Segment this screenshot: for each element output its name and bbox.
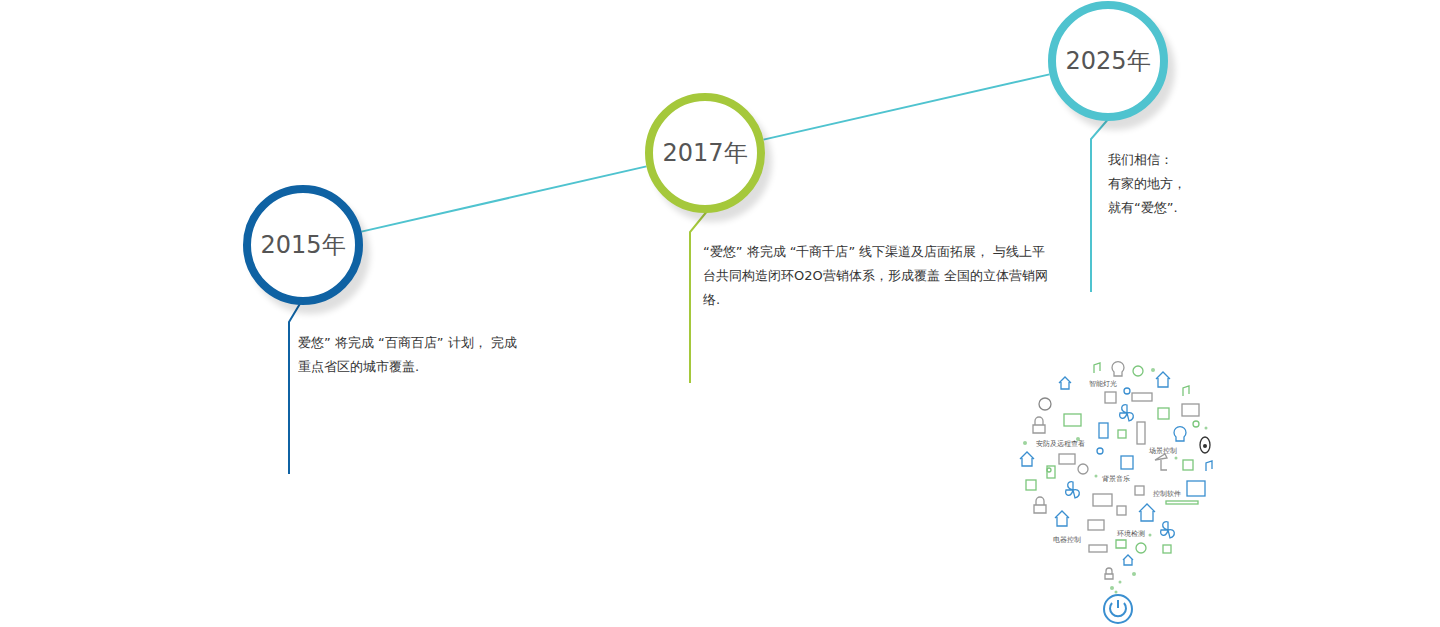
circle-icon (1124, 388, 1130, 394)
device-icon (1121, 456, 1133, 469)
device-icon (1116, 540, 1126, 548)
year-circle: 2025年 (1048, 1, 1168, 121)
year-text: 2025年 (1065, 45, 1150, 77)
device-icon (1105, 392, 1116, 403)
dot-group (1023, 368, 1208, 594)
leader-line (289, 302, 301, 474)
smart-home-icon-cloud (1020, 362, 1212, 623)
milestone-note: “爱悠” 将完成 “千商千店” 线下渠道及店面拓展， 与线上平台共同构造闭环O2… (703, 240, 1048, 312)
year-text: 2017年 (662, 137, 747, 169)
lock-icon (1105, 568, 1113, 579)
square-icon (1158, 408, 1169, 419)
square-icon (1135, 486, 1144, 495)
fan-icon (1120, 405, 1134, 421)
leader-line (1091, 117, 1110, 292)
square-icon (1117, 506, 1126, 515)
milestone-note: 爱悠” 将完成 “百商百店” 计划， 完成重点省区的城市覆盖. (298, 331, 523, 379)
circle-icon (1097, 448, 1103, 454)
device-icon (1047, 466, 1055, 478)
note-icon (1094, 363, 1100, 373)
lamp-icon (1155, 454, 1167, 470)
icon-caption: 控制软件 (1153, 490, 1181, 498)
square-icon (1118, 430, 1126, 438)
year-circle: 2015年 (243, 185, 363, 305)
outlet-icon (1039, 398, 1051, 410)
device-icon (1182, 404, 1199, 416)
circle-icon (1133, 366, 1143, 376)
icon-caption: 安防及远程查看 (1036, 440, 1085, 448)
square-icon (1183, 460, 1193, 470)
circle-icon (1193, 421, 1199, 427)
note-icon (1206, 461, 1212, 471)
power-symbol (1110, 600, 1126, 616)
device-icon (1059, 454, 1075, 464)
note-icon (1183, 386, 1189, 396)
icon-caption: 背景音乐 (1102, 475, 1130, 483)
house-icon (1156, 372, 1170, 387)
mouse-dot (1203, 444, 1207, 448)
timeline-line (361, 166, 646, 231)
remote-icon (1137, 422, 1145, 444)
tv-icon (1093, 494, 1112, 506)
house-icon (1123, 555, 1133, 565)
milestone-note: 我们相信： 有家的地方， 就有“爱悠”. (1108, 148, 1190, 220)
device-icon (1089, 545, 1107, 552)
lock-icon (1033, 417, 1045, 433)
icon-caption: 智能灯光 (1089, 380, 1117, 388)
device-icon (1187, 481, 1205, 496)
phone-icon (1099, 423, 1108, 438)
device-icon (1088, 520, 1104, 530)
year-circle: 2017年 (645, 93, 765, 213)
icon-caption: 场景控制 (1149, 447, 1177, 455)
square-icon (1026, 480, 1036, 490)
bar-icon (1166, 501, 1198, 504)
bulb-icon (1112, 362, 1124, 376)
power-button (1104, 595, 1132, 623)
timeline-line (763, 74, 1049, 139)
house-icon (1055, 511, 1069, 526)
bulb-icon (1174, 427, 1186, 441)
house-icon (1059, 377, 1071, 389)
house-icon (1020, 452, 1034, 466)
mouse-icon (1200, 437, 1210, 453)
device-icon (1132, 393, 1152, 401)
icon-caption: 环境检测 (1117, 530, 1145, 538)
circle-icon (1078, 464, 1088, 474)
house-icon (1139, 504, 1155, 521)
fan-icon (1066, 482, 1080, 498)
circle-icon (1136, 543, 1146, 553)
device-icon (1064, 414, 1081, 426)
lock-icon (1034, 497, 1046, 513)
icon-caption: 电器控制 (1053, 536, 1081, 544)
year-text: 2015年 (260, 229, 345, 261)
square-icon (1163, 545, 1171, 553)
fan-icon (1161, 522, 1175, 538)
